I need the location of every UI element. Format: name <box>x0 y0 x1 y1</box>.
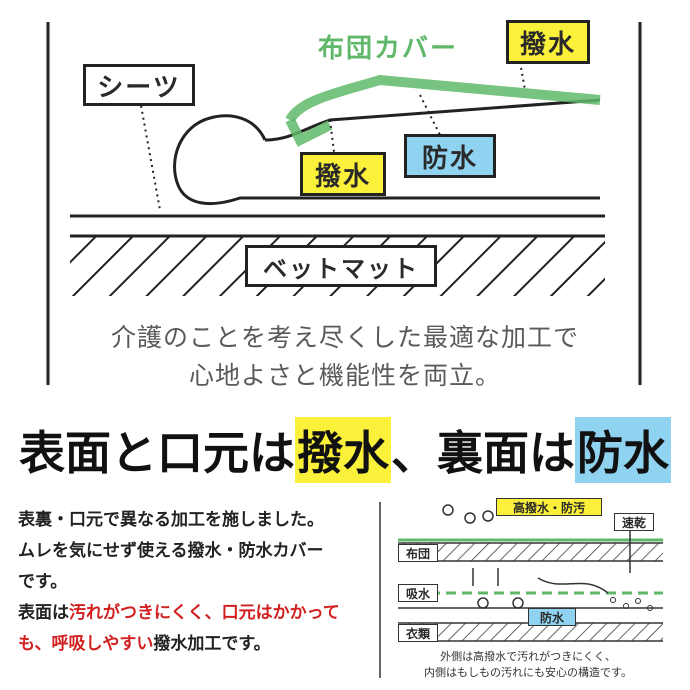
desc-line-2: ムレを気にせず使える撥水・防水カバー <box>18 541 324 561</box>
diagram-caption-1: 外側は高撥水で汚れがつきにくく、 <box>440 650 616 663</box>
desc-line-4: 表面は汚れがつきにくく、口元はかかって <box>18 598 373 629</box>
headline-part-1: 表面と口元は <box>19 426 295 480</box>
caption-line-2: 心地よさと機能性を両立。 <box>188 361 501 390</box>
water-repellent-tag-center: 撥水 <box>300 152 386 196</box>
waterproof-layer-label: 防水 <box>528 608 576 626</box>
sheets-label: シーツ <box>83 64 195 106</box>
waterproof-tag: 防水 <box>404 134 496 178</box>
desc-line-5-a: も、呼吸しやすい <box>18 634 154 654</box>
description: 表裏・口元で異なる加工を施しました。 ムレを気にせず使える撥水・防水カバー です… <box>18 505 373 660</box>
clothes-layer-label: 衣類 <box>398 624 438 642</box>
headline-part-3: 、裏面は <box>391 426 575 480</box>
bed-mat-label: ベットマット <box>245 245 437 287</box>
quick-dry-label: 速乾 <box>614 513 654 531</box>
futon-cover-label: 布団カバー <box>318 34 459 64</box>
water-repellent-tag-top: 撥水 <box>506 20 590 64</box>
diagram-caption-2: 内側はもしもの汚れにも安心の構造です。 <box>424 666 632 679</box>
headline-water-repellent: 撥水 <box>295 417 391 483</box>
desc-line-5-b: 撥水加工です。 <box>153 634 271 654</box>
headline-waterproof: 防水 <box>575 417 671 483</box>
desc-line-4-b: 汚れがつきにくく、口元はかかって <box>69 603 340 623</box>
layer-diagram: 高撥水・防汚 速乾 布団 吸水 防水 衣類 外側は高撥水で汚れがつきにくく、 内… <box>378 498 678 688</box>
absorb-label: 吸水 <box>398 584 438 602</box>
futon-layer-label: 布団 <box>398 544 438 562</box>
desc-line-4-a: 表面は <box>18 603 69 623</box>
desc-line-5: も、呼吸しやすい撥水加工です。 <box>18 629 373 660</box>
caption-line-1: 介護のことを考え尽くした最適な加工で <box>110 323 579 352</box>
product-illustration: 布団カバー 撥水 シーツ 防水 撥水 ベットマット 介護のことを考え尽くした最適… <box>46 20 642 390</box>
person-outline <box>173 114 600 206</box>
desc-line-3: です。 <box>18 572 68 592</box>
futon-cover-line <box>285 74 601 123</box>
headline: 表面と口元は 撥水 、裏面は 防水 <box>0 417 690 483</box>
desc-line-1: 表裏・口元で異なる加工を施しました。 <box>18 510 324 530</box>
high-repellent-label: 高撥水・防汚 <box>496 498 602 516</box>
